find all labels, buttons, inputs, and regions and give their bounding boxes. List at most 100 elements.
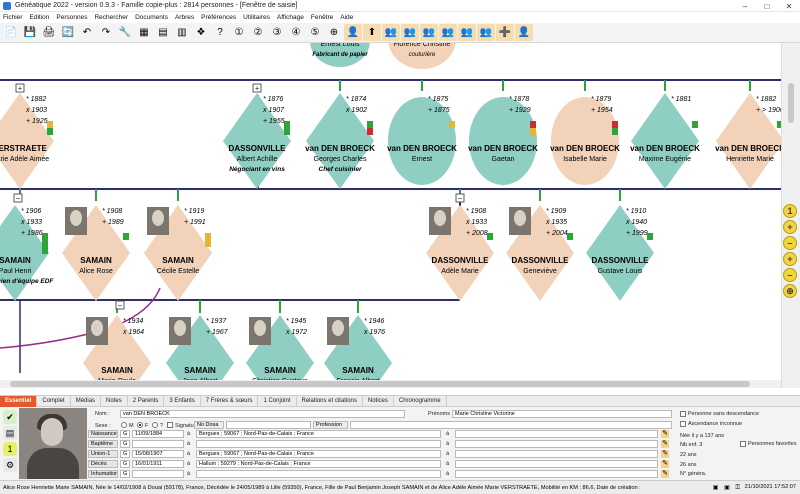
tab-6[interactable]: 7 Frères & sœurs (201, 395, 259, 407)
toolbar-button-18-icon[interactable]: 👤 (344, 24, 362, 41)
person-16-shape[interactable] (246, 315, 314, 388)
profession-field[interactable] (350, 421, 672, 429)
event-flag-4[interactable]: G (120, 470, 130, 478)
sexe-m-radio[interactable] (121, 422, 127, 428)
event-label-1[interactable]: Baptême (88, 440, 118, 448)
event-label-3[interactable]: Décès (88, 460, 118, 468)
tab-9[interactable]: Notices (363, 395, 394, 407)
prenoms-field[interactable]: Marie Christine Victorine (452, 410, 672, 418)
tab-7[interactable]: 1 Conjoint (258, 395, 297, 407)
toolbar-button-15-icon[interactable]: ④ (291, 27, 301, 38)
zoom-tool-4-icon[interactable]: – (783, 268, 797, 282)
close-button[interactable]: ✕ (785, 1, 793, 11)
event-flag-0[interactable]: G (120, 430, 130, 438)
tab-1[interactable]: Complet (37, 395, 71, 407)
toolbar-button-23-icon[interactable]: 👥 (439, 24, 457, 41)
dosa-field[interactable] (226, 421, 311, 429)
menu-10[interactable]: Aide (340, 14, 354, 21)
expand-toggle-0[interactable] (252, 83, 262, 93)
event-date-3[interactable]: 16/01/1911 (132, 460, 184, 468)
ascendance-inconnue-checkbox[interactable] (680, 421, 686, 427)
toolbar-button-3-icon[interactable]: 🔄 (61, 27, 75, 38)
menu-7[interactable]: Utilitaires (243, 14, 270, 21)
event-date-2[interactable]: 15/08/1907 (132, 450, 184, 458)
event-detail-0[interactable] (455, 430, 658, 438)
event-detail-1[interactable] (455, 440, 658, 448)
person-3-shape[interactable] (388, 97, 456, 185)
event-place-4[interactable] (196, 470, 441, 478)
toolbar-button-16-icon[interactable]: ⑤ (310, 27, 320, 38)
event-note-0-icon[interactable]: ✎ (661, 430, 669, 438)
signature-checkbox[interactable] (167, 422, 173, 428)
horizontal-scrollbar[interactable] (0, 380, 781, 388)
tab-5[interactable]: 3 Enfants (164, 395, 201, 407)
menu-5[interactable]: Arbres (174, 14, 195, 21)
toolbar-button-0-icon[interactable]: 📄 (4, 27, 18, 38)
toolbar-button-27-icon[interactable]: 👤 (515, 24, 533, 41)
zoom-tool-3-icon[interactable]: + (783, 252, 797, 266)
toolbar-button-8-icon[interactable]: ▤ (158, 27, 168, 38)
person-5-shape[interactable] (551, 97, 619, 185)
event-label-0[interactable]: Naissance (88, 430, 118, 438)
toolbar-button-7-icon[interactable]: ▦ (139, 27, 149, 38)
gear-icon[interactable]: ⚙ (3, 458, 17, 472)
event-flag-1[interactable]: G (120, 440, 130, 448)
tab-8[interactable]: Relations et citations (297, 395, 363, 407)
person-8-shape[interactable] (0, 205, 49, 301)
number-one-icon[interactable]: 1 (3, 442, 17, 456)
toolbar-button-12-icon[interactable]: ① (234, 27, 244, 38)
menu-3[interactable]: Rechercher (94, 14, 129, 21)
horizontal-scroll-thumb[interactable] (10, 381, 750, 387)
minimize-button[interactable]: – (742, 1, 748, 11)
menu-2[interactable]: Personnes (56, 14, 88, 21)
person-13-shape[interactable] (586, 205, 654, 301)
sexe-f-radio[interactable] (137, 422, 143, 428)
menu-6[interactable]: Préférences (201, 14, 237, 21)
event-place-0[interactable]: Bergues ; 59067 ; Nord-Pas-de-Calais ; F… (196, 430, 441, 438)
expand-toggle-4[interactable] (115, 300, 125, 310)
toolbar-button-14-icon[interactable]: ③ (272, 27, 282, 38)
toolbar-button-17-icon[interactable]: ⊕ (329, 27, 339, 38)
event-date-1[interactable] (132, 440, 184, 448)
event-note-2-icon[interactable]: ✎ (661, 450, 669, 458)
toolbar-button-22-icon[interactable]: 👥 (420, 24, 438, 41)
event-label-2[interactable]: Union-1 (88, 450, 118, 458)
toolbar-button-21-icon[interactable]: 👥 (401, 24, 419, 41)
menu-0[interactable]: Fichier (3, 14, 23, 21)
toolbar-button-26-icon[interactable]: ➕ (496, 24, 514, 41)
sexe-unknown-radio[interactable] (152, 422, 158, 428)
event-flag-3[interactable]: G (120, 460, 130, 468)
person-6-shape[interactable] (631, 93, 699, 189)
toolbar-button-1-icon[interactable]: 💾 (23, 27, 37, 38)
toolbar-button-24-icon[interactable]: 👥 (458, 24, 476, 41)
validate-icon[interactable]: ✔ (3, 410, 17, 424)
event-place-1[interactable] (196, 440, 441, 448)
zoom-tool-1-icon[interactable]: + (783, 220, 797, 234)
event-detail-2[interactable] (455, 450, 658, 458)
event-date-0[interactable]: 11/09/1884 (132, 430, 184, 438)
tab-2[interactable]: Médias (71, 395, 102, 407)
maximize-button[interactable]: □ (764, 1, 770, 11)
event-flag-2[interactable]: G (120, 450, 130, 458)
person-0-shape[interactable] (0, 93, 54, 189)
top-person-1-shape[interactable] (388, 43, 456, 69)
person-photo[interactable] (19, 408, 87, 479)
tab-3[interactable]: Notes (101, 395, 128, 407)
event-detail-3[interactable] (455, 460, 658, 468)
toolbar-button-19-icon[interactable]: ⬆ (363, 24, 381, 41)
event-place-3[interactable]: Hallum ; 59279 ; Nord-Pas-de-Calais ; Fr… (196, 460, 441, 468)
toolbar-button-10-icon[interactable]: ❖ (196, 27, 206, 38)
person-7-shape[interactable] (716, 93, 781, 189)
toolbar-button-20-icon[interactable]: 👥 (382, 24, 400, 41)
event-detail-4[interactable] (455, 470, 658, 478)
person-4-shape[interactable] (469, 97, 537, 185)
event-label-4[interactable]: Inhumation (88, 470, 118, 478)
event-note-4-icon[interactable]: ✎ (661, 470, 669, 478)
toolbar-button-13-icon[interactable]: ② (253, 27, 263, 38)
sans-descendance-checkbox[interactable] (680, 411, 686, 417)
toolbar-button-11-icon[interactable]: ? (217, 27, 223, 38)
vertical-scroll-thumb[interactable] (788, 83, 794, 123)
profession-button[interactable]: Profession (313, 421, 348, 429)
toolbar-button-25-icon[interactable]: 👥 (477, 24, 495, 41)
event-note-3-icon[interactable]: ✎ (661, 460, 669, 468)
